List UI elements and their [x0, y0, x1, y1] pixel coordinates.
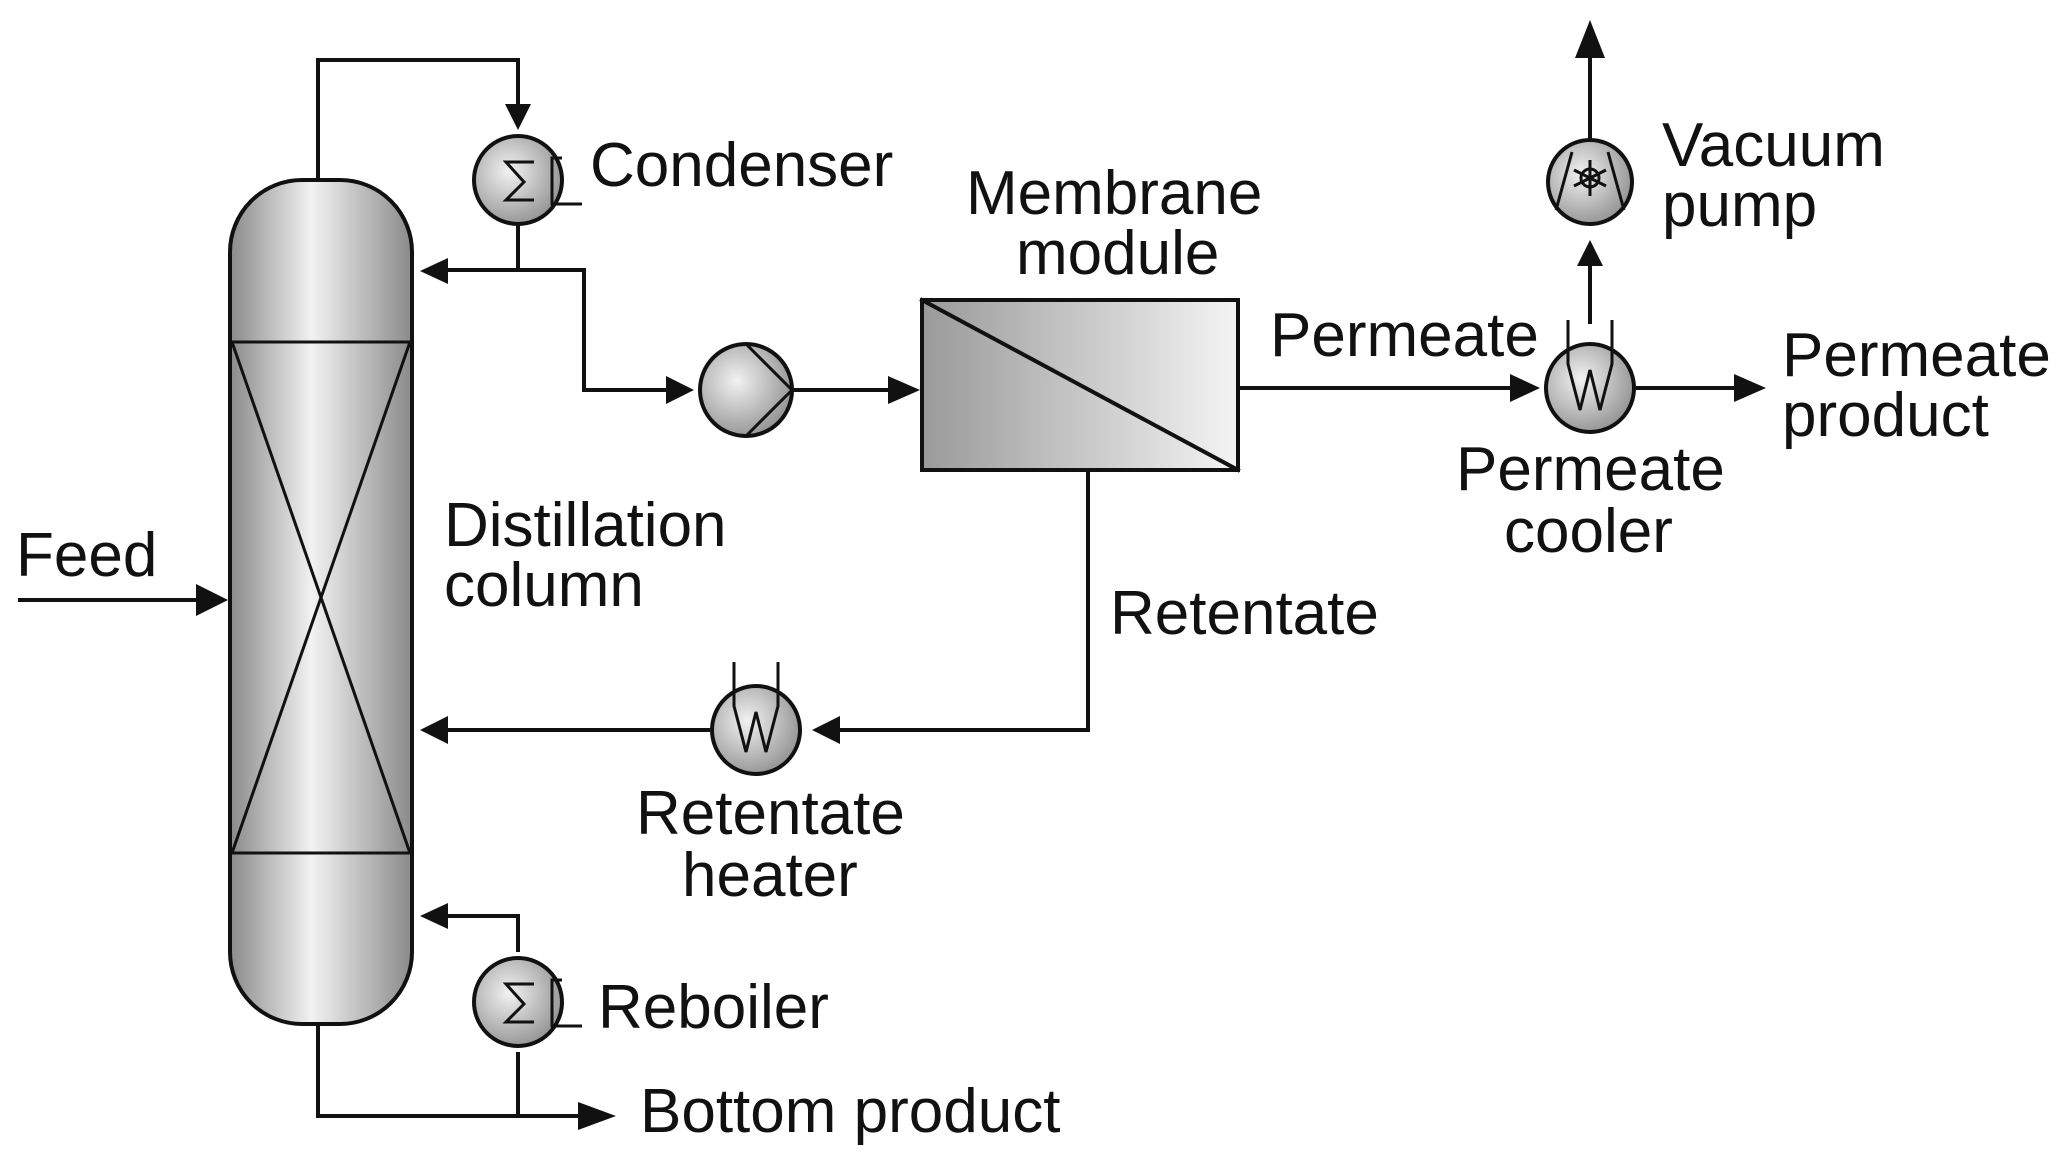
reboiler-return-line [444, 914, 520, 952]
retentate-heater-label-line1: Retentate [636, 779, 905, 848]
reboiler-icon [472, 956, 582, 1048]
feed-label: Feed [16, 521, 157, 590]
pump-icon [698, 342, 794, 438]
permeate-product-label-line2: product [1782, 381, 1989, 450]
condenser-icon [472, 134, 582, 226]
permeate-product-arrow [1734, 374, 1766, 402]
retentate-label: Retentate [1110, 579, 1379, 648]
overhead-arrow [505, 104, 531, 130]
reboiler-return-arrow [420, 903, 448, 929]
retentate-arrow [812, 716, 840, 744]
bottom-product-arrow [578, 1102, 616, 1130]
vacuum-exhaust-arrow [1575, 20, 1605, 58]
heated-retentate-arrow [420, 716, 448, 744]
distillation-label-line2: column [444, 551, 644, 620]
reboiler-label: Reboiler [598, 973, 829, 1042]
condenser-label: Condenser [590, 131, 893, 200]
heater-icon [710, 662, 802, 776]
bottom-product-line [316, 1022, 582, 1118]
permeate-cooler-label-line1: Permeate [1456, 435, 1725, 504]
overhead-vapor-line [316, 58, 520, 182]
retentate-heater-label-line2: heater [682, 841, 858, 910]
distillation-label-line1: Distillation [444, 491, 727, 560]
vacuum-inlet-arrow [1577, 240, 1603, 266]
vacuum-pump-label-line1: Vacuum [1662, 111, 1885, 180]
feed-arrow [196, 584, 228, 616]
membrane-icon [919, 297, 1241, 473]
permeate-label: Permeate [1270, 301, 1539, 370]
permeate-product-label-line1: Permeate [1782, 321, 2051, 390]
permeate-arrow [1510, 374, 1540, 402]
distillate-line [516, 268, 670, 392]
vacuum-pump-label-line2: pump [1662, 171, 1817, 240]
permeate-cooler-label-line2: cooler [1504, 497, 1673, 566]
cooler-icon [1544, 320, 1636, 434]
retentate-line [836, 468, 1090, 732]
membrane-feed-arrow [888, 376, 920, 404]
reflux-arrow [420, 258, 448, 284]
distillate-arrow [666, 376, 694, 404]
bottom-product-label: Bottom product [640, 1077, 1060, 1146]
vacuum-pump-icon [1546, 138, 1634, 226]
column-icon [228, 178, 414, 1026]
membrane-label-line2: module [1016, 219, 1219, 288]
membrane-label-line1: Membrane [966, 159, 1262, 228]
